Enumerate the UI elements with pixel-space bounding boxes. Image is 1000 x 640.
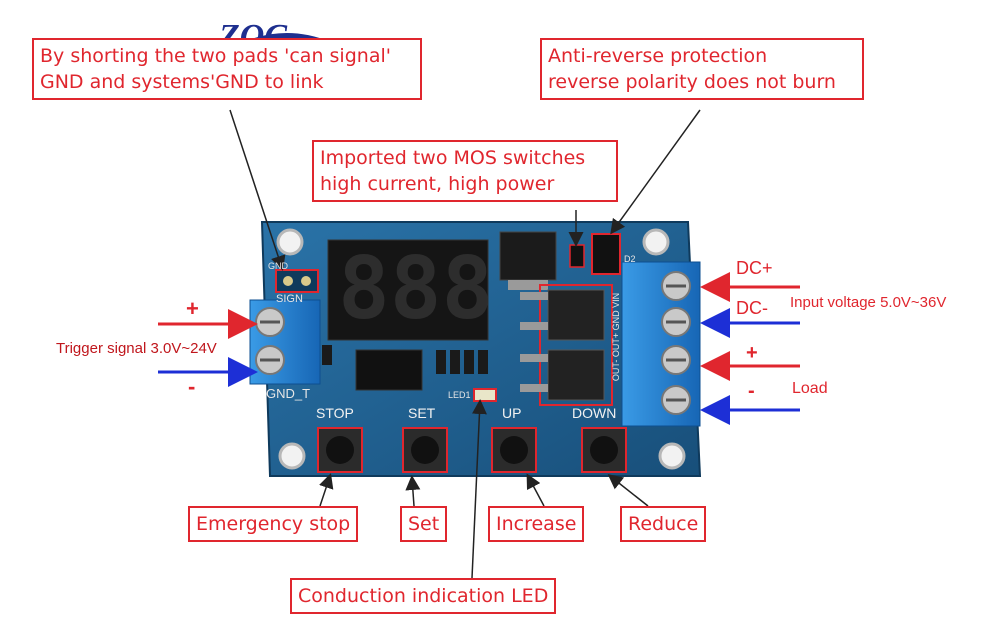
label-input-voltage: Input voltage 5.0V~36V xyxy=(790,294,947,311)
resistor xyxy=(478,350,488,374)
mount-hole xyxy=(276,228,304,256)
label-set: SET xyxy=(408,405,436,421)
callout-anti-reverse-line2: reverse polarity does not burn xyxy=(548,71,836,93)
mount-hole xyxy=(658,442,686,470)
label-load: Load xyxy=(792,380,828,397)
mount-hole xyxy=(642,228,670,256)
small-component xyxy=(569,244,585,268)
silk-terminal: OUT- OUT+ GND VIN xyxy=(611,292,621,382)
optocoupler-chip xyxy=(355,349,423,391)
resistor xyxy=(322,345,332,365)
label-down: DOWN xyxy=(572,405,617,421)
silk-signal: SIGN xyxy=(276,293,303,305)
callout-anti-reverse: Anti-reverse protection reverse polarity… xyxy=(540,38,864,100)
resistor xyxy=(450,350,460,374)
label-load-plus: + xyxy=(746,342,758,364)
callout-set: Set xyxy=(400,506,448,542)
callout-signal-line2: GND and systems'GND to link xyxy=(40,71,324,93)
label-load-minus: - xyxy=(748,380,755,402)
signal-pads xyxy=(275,269,319,293)
silk-led: LED1 xyxy=(448,390,471,400)
silk-d2: D2 xyxy=(624,254,636,264)
svg-text:888: 888 xyxy=(338,239,493,339)
tactile-buttons xyxy=(317,427,627,473)
label-dc-plus: DC+ xyxy=(736,258,773,278)
resistor xyxy=(464,350,474,374)
label-trigger-minus: - xyxy=(188,374,196,399)
callout-led: Conduction indication LED xyxy=(290,578,557,614)
callout-mos: Imported two MOS switches high current, … xyxy=(312,140,618,202)
power-terminal-block xyxy=(621,261,701,427)
resistor xyxy=(436,350,446,374)
label-trigger-signal: Trigger signal 3.0V~24V xyxy=(56,340,217,357)
trigger-terminal-block xyxy=(249,299,321,385)
mos-switches xyxy=(520,284,613,406)
label-trigger-plus: + xyxy=(186,296,199,321)
conduction-led xyxy=(473,388,497,402)
callout-mos-line2: high current, high power xyxy=(320,173,555,195)
silk-gnd: GND xyxy=(268,261,288,271)
silk-gnd-t: GND_T xyxy=(266,386,311,401)
callout-signal-line1: By shorting the two pads 'can signal' xyxy=(40,45,391,67)
anti-reverse-diode xyxy=(591,233,621,275)
label-dc-minus: DC- xyxy=(736,298,768,318)
callout-anti-reverse-line1: Anti-reverse protection xyxy=(548,45,768,67)
leader-lines xyxy=(229,109,701,579)
pad xyxy=(301,276,311,286)
callout-mos-line1: Imported two MOS switches xyxy=(320,147,586,169)
mount-hole xyxy=(278,442,306,470)
label-stop: STOP xyxy=(316,405,354,421)
callout-signal-pads: By shorting the two pads 'can signal' GN… xyxy=(32,38,422,100)
seven-segment-display: 888 xyxy=(327,239,493,341)
callout-emergency-stop: Emergency stop xyxy=(188,506,359,542)
pad xyxy=(283,276,293,286)
callout-reduce: Reduce xyxy=(620,506,707,542)
callout-increase: Increase xyxy=(488,506,585,542)
label-up: UP xyxy=(502,405,522,421)
regulator-chip xyxy=(499,231,557,281)
